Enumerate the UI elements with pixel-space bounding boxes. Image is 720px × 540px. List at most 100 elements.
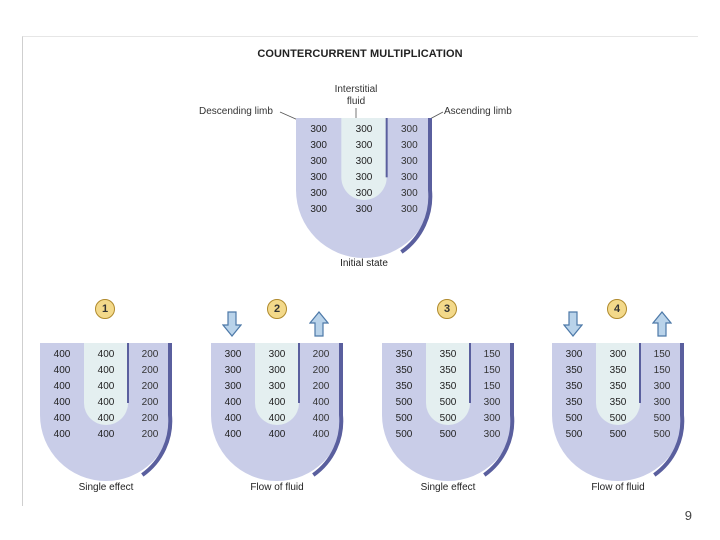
caption-step-3: Single effect [420, 482, 476, 493]
step-3-descending-value: 350 [395, 381, 413, 392]
step-4-ascending-value: 150 [653, 365, 671, 376]
step-2-descending-value: 300 [224, 381, 242, 392]
step-1-descending-value: 400 [53, 413, 71, 424]
step-badge-2: 2 [267, 299, 287, 319]
up-arrow-icon [309, 311, 329, 337]
step-4-ascending-value: 500 [653, 429, 671, 440]
interstitial-label-line1: Interstitial [334, 84, 378, 95]
step-3-ascending-value: 150 [483, 349, 501, 360]
step-4-descending-value: 500 [565, 429, 583, 440]
figure-frame [22, 36, 698, 506]
step-1-interstitial-value: 400 [97, 429, 115, 440]
initial-tube [296, 118, 433, 258]
step-4-descending-value: 300 [565, 349, 583, 360]
step-4-interstitial-value: 350 [609, 397, 627, 408]
step-1-ascending-value: 200 [141, 397, 159, 408]
step-1-interstitial-value: 400 [97, 349, 115, 360]
step-3-descending-value: 500 [395, 413, 413, 424]
step-1-interstitial-value: 400 [97, 381, 115, 392]
step-1-descending-value: 400 [53, 349, 71, 360]
initial-ascending-value: 300 [400, 204, 418, 215]
step-3-interstitial-value: 500 [439, 429, 457, 440]
step-4-interstitial-value: 500 [609, 413, 627, 424]
caption-step-2: Flow of fluid [250, 482, 304, 493]
initial-descending-value: 300 [310, 140, 327, 151]
descending-limb-label: Descending limb [199, 106, 273, 117]
initial-interstitial-value: 300 [355, 204, 373, 215]
step-1-interstitial-value: 400 [97, 397, 115, 408]
initial-ascending-wall [400, 118, 433, 254]
step-3-descending-value: 350 [395, 349, 413, 360]
step-3-interstitial-value: 500 [439, 397, 457, 408]
step-4-descending-value: 350 [565, 365, 583, 376]
step-badge-4: 4 [607, 299, 627, 319]
initial-interstitial-value: 300 [355, 172, 373, 183]
ascending-limb-label: Ascending limb [444, 106, 512, 117]
step-3-interstitial-value: 350 [439, 381, 457, 392]
caption-step-1: Single effect [78, 482, 134, 493]
step-4-ascending-value: 150 [653, 349, 671, 360]
step-3-ascending-value: 300 [483, 429, 501, 440]
step-1-descending-value: 400 [53, 429, 71, 440]
step-1-ascending-value: 200 [141, 413, 159, 424]
step-3-ascending-wall [483, 343, 515, 477]
initial-ascending-value: 300 [400, 188, 418, 199]
step-4-interstitial-value: 500 [609, 429, 627, 440]
step-4-ascending-value: 300 [653, 397, 671, 408]
step-1-ascending-value: 200 [141, 365, 159, 376]
step-3-ascending-value: 150 [483, 365, 501, 376]
step-4-interstitial-value: 350 [609, 365, 627, 376]
step-badge-1: 1 [95, 299, 115, 319]
step-1-descending-value: 400 [53, 381, 71, 392]
step-3-ascending-value: 300 [483, 413, 501, 424]
step-1-ascending-wall [141, 343, 173, 477]
step-4-tube [552, 343, 685, 481]
caption-initial-state: Initial state [340, 258, 388, 269]
step-badge-3: 3 [437, 299, 457, 319]
step-4-ascending-wall [653, 343, 685, 477]
step-1-ascending-value: 200 [141, 381, 159, 392]
step-3-ascending-value: 300 [483, 397, 501, 408]
initial-ascending-value: 300 [400, 172, 418, 183]
initial-interstitial-region [341, 118, 387, 200]
step-4-interstitial-value: 300 [609, 349, 627, 360]
step-1-ascending-value: 200 [141, 349, 159, 360]
page-number: 9 [684, 508, 692, 523]
step-2-interstitial-value: 300 [268, 365, 286, 376]
step-3-interstitial-region [426, 343, 470, 425]
step-1-ascending-value: 200 [141, 429, 159, 440]
step-2-interstitial-value: 400 [268, 429, 286, 440]
diagram-title: COUNTERCURRENT MULTIPLICATION [257, 48, 463, 60]
step-2-tube [211, 343, 344, 481]
step-2-descending-value: 400 [224, 429, 242, 440]
initial-interstitial-value: 300 [355, 188, 373, 199]
step-3-interstitial-value: 350 [439, 349, 457, 360]
initial-interstitial-value: 300 [355, 156, 373, 167]
step-2-descending-value: 400 [224, 397, 242, 408]
step-2-interstitial-value: 400 [268, 413, 286, 424]
step-3-descending-value: 500 [395, 429, 413, 440]
step-4-ascending-value: 500 [653, 413, 671, 424]
step-4-interstitial-value: 350 [609, 381, 627, 392]
step-1-descending-value: 400 [53, 365, 71, 376]
up-arrow-icon [652, 311, 672, 337]
step-3-interstitial-value: 500 [439, 413, 457, 424]
caption-step-4: Flow of fluid [591, 482, 645, 493]
down-arrow-icon [563, 311, 583, 337]
step-4-descending-value: 500 [565, 413, 583, 424]
step-2-ascending-value: 400 [312, 397, 330, 408]
initial-ascending-value: 300 [400, 124, 418, 135]
initial-interstitial-value: 300 [355, 140, 373, 151]
initial-descending-value: 300 [310, 204, 327, 215]
step-3-tube [382, 343, 515, 481]
step-2-ascending-wall [312, 343, 344, 477]
step-3-ascending-value: 150 [483, 381, 501, 392]
step-1-interstitial-region [84, 343, 128, 425]
step-2-interstitial-value: 400 [268, 397, 286, 408]
step-2-interstitial-value: 300 [268, 381, 286, 392]
